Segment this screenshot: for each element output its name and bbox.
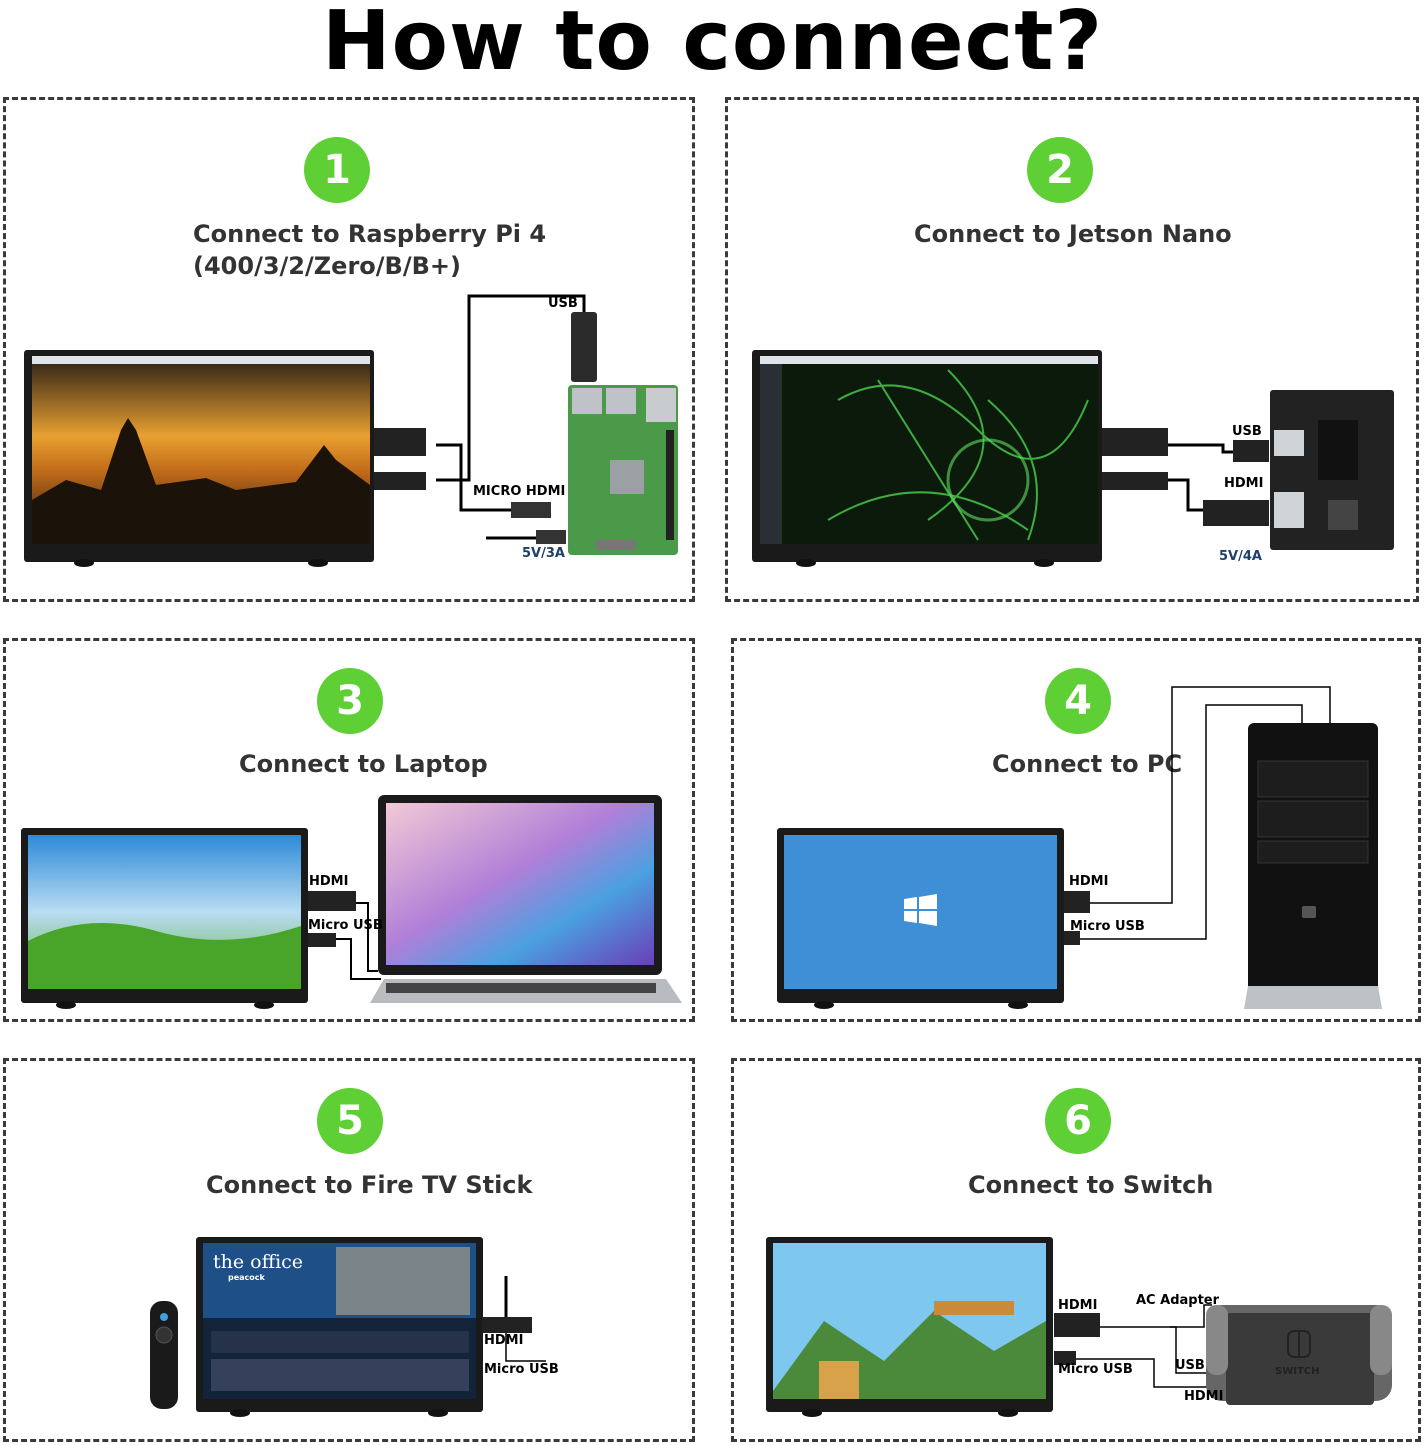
hdmi-label: HDMI [484, 1333, 524, 1348]
pc-scene [777, 686, 1382, 1009]
fire-tv-scene [150, 1237, 546, 1417]
panel-jetson-nano: 2 Connect to Jetson Nano USB HDMI [725, 97, 1419, 602]
switch-scene [766, 1237, 1392, 1417]
usb-label: USB [1175, 1358, 1205, 1373]
step-caption: Connect to Switch [968, 1171, 1214, 1199]
hdmi-label: HDMI [1058, 1298, 1098, 1313]
laptop [370, 795, 682, 1003]
raspberry-pi-scene [24, 294, 678, 567]
jetson-nano-scene [752, 350, 1394, 567]
fire-tv-remote [150, 1301, 178, 1409]
hdmi-dock-label: HDMI [1184, 1389, 1224, 1404]
panel-laptop: 3 Connect to Laptop [3, 638, 695, 1022]
cables [1168, 443, 1233, 512]
hdmi-label: HDMI [309, 874, 349, 889]
step-caption: Connect to Fire TV Stick [206, 1171, 533, 1199]
hdmi-label: HDMI [1224, 476, 1264, 491]
monitor [24, 350, 374, 567]
panel-fire-tv-stick: 5 Connect to Fire TV Stick the office pe… [3, 1058, 695, 1442]
usb-label: USB [548, 296, 578, 311]
step-number-badge: 4 [1045, 668, 1111, 734]
jetson-nano-board [1270, 390, 1394, 550]
power-label: 5V/4A [1219, 549, 1262, 564]
step-number-badge: 3 [317, 668, 383, 734]
monitor [752, 350, 1102, 567]
monitor [196, 1237, 483, 1417]
step-number-badge: 5 [317, 1088, 383, 1154]
panel-switch: 6 Connect to Switch [731, 1058, 1421, 1442]
monitor [21, 828, 308, 1009]
step-number-badge: 6 [1045, 1088, 1111, 1154]
step-caption: Connect to Jetson Nano [914, 220, 1232, 248]
power-label: 5V/3A [522, 546, 565, 561]
nintendo-logo-icon [1287, 1330, 1311, 1358]
usb-label: USB [1232, 424, 1262, 439]
hdmi-label: HDMI [1069, 874, 1109, 889]
ac-adapter-label: AC Adapter [1136, 1293, 1220, 1308]
panel-raspberry-pi: 1 Connect to Raspberry Pi 4 (400/3/2/Zer… [3, 97, 695, 602]
micro-usb-label: Micro USB [1070, 919, 1145, 934]
step-caption-line2: (400/3/2/Zero/B/B+) [193, 252, 461, 280]
step-number-badge: 1 [304, 137, 370, 203]
pc-tower [1244, 723, 1382, 1009]
nintendo-switch-dock [1206, 1305, 1392, 1405]
step-caption: Connect to PC [992, 750, 1183, 778]
laptop-scene [21, 795, 682, 1009]
micro-usb-label: Micro USB [308, 918, 383, 933]
step-caption: Connect to Laptop [239, 750, 488, 778]
cables [1079, 686, 1331, 940]
raspberry-pi-board [568, 385, 678, 555]
cables [436, 294, 586, 540]
cables [1076, 1304, 1212, 1388]
monitor [777, 828, 1064, 1009]
micro-usb-label: Micro USB [484, 1362, 559, 1377]
panel-pc: 4 Connect to PC [731, 638, 1421, 1022]
streaming-service-name: peacock [228, 1273, 265, 1282]
page-title: How to connect? [321, 0, 1104, 89]
monitor [766, 1237, 1053, 1417]
cables [336, 902, 381, 980]
step-number-badge: 2 [1027, 137, 1093, 203]
step-caption: Connect to Raspberry Pi 4 (400/3/2/Zero/… [193, 218, 546, 282]
switch-brand: SWITCH [1275, 1366, 1320, 1377]
show-title: the office [213, 1251, 304, 1273]
windows-logo-icon [904, 894, 937, 926]
step-caption-line1: Connect to Raspberry Pi 4 [193, 220, 547, 248]
micro-usb-label: Micro USB [1058, 1362, 1133, 1377]
micro-hdmi-label: MICRO HDMI [473, 484, 566, 499]
